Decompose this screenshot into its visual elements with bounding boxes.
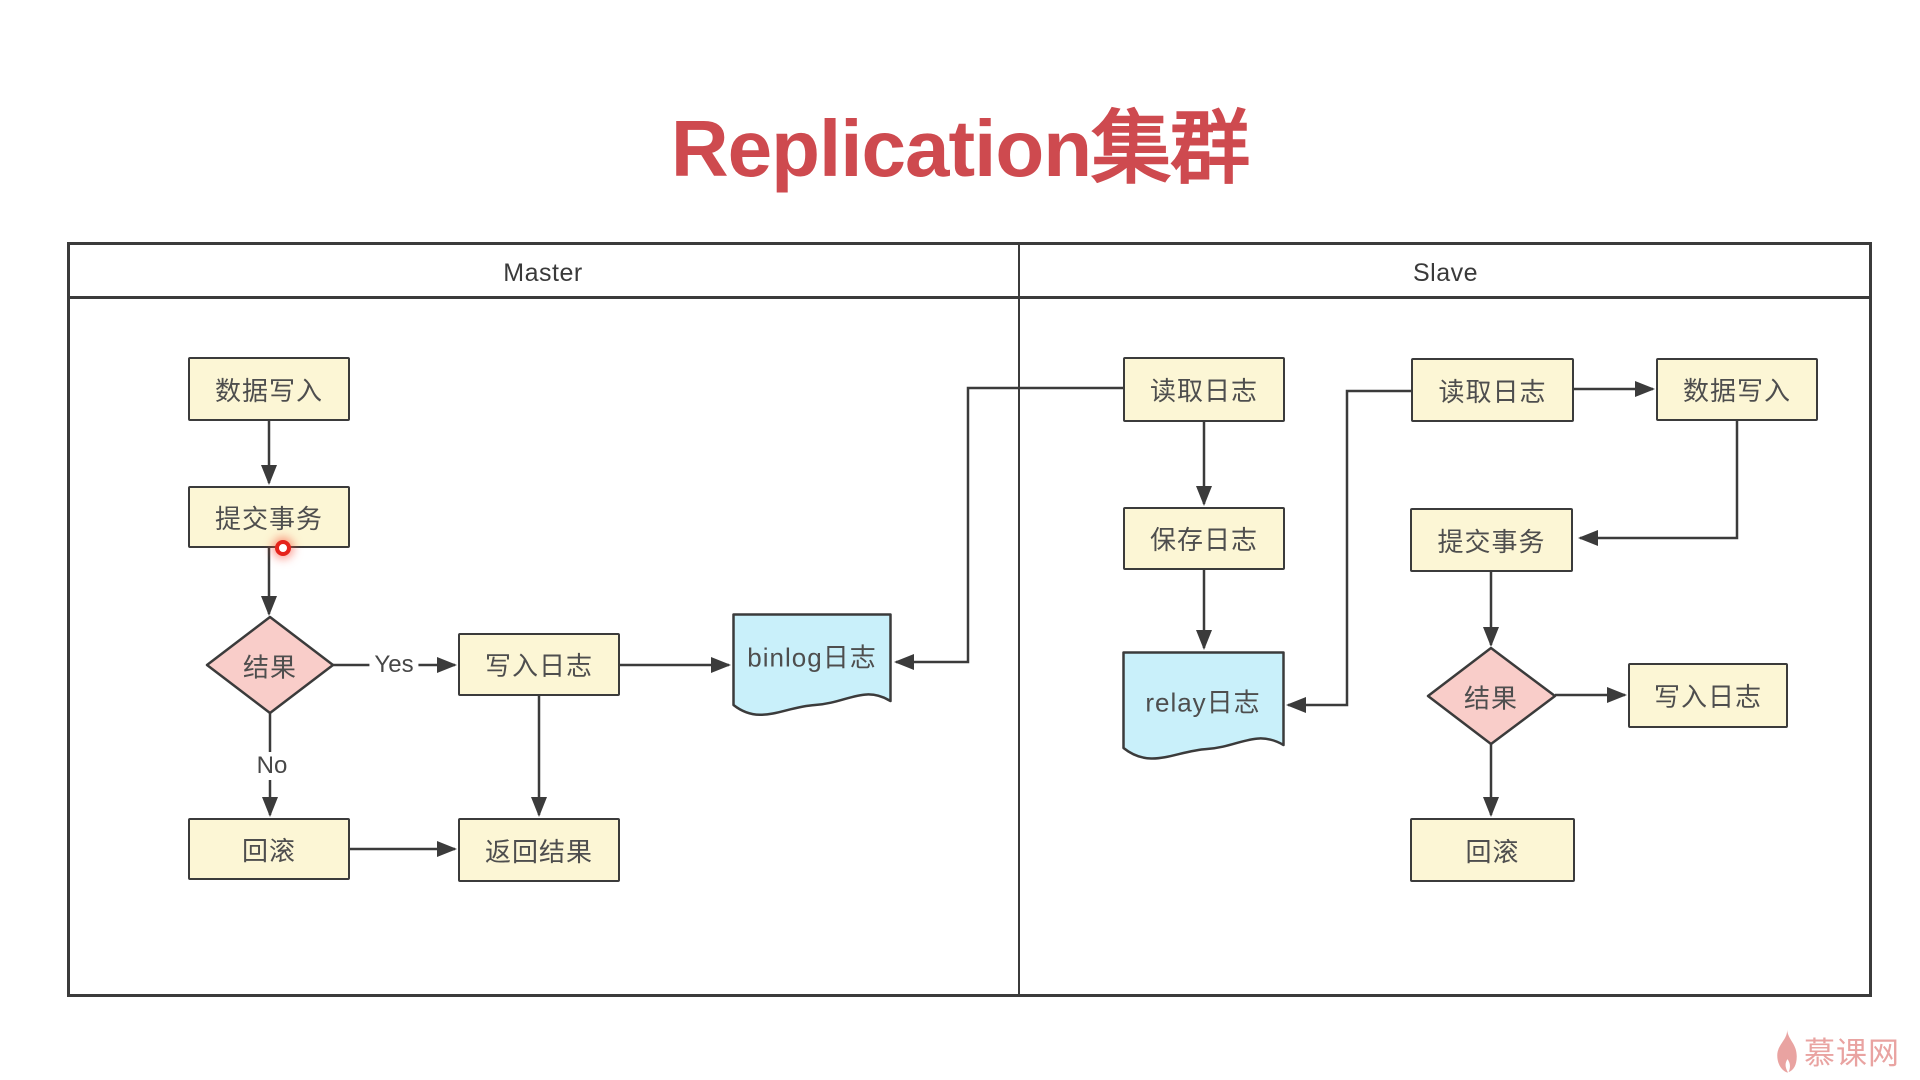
- master-result-diamond: [205, 615, 335, 715]
- slave-write-data-node: 数据写入: [1656, 358, 1818, 421]
- slave-read-log-sql-node: 读取日志: [1411, 358, 1574, 422]
- master-write-data-node: 数据写入: [188, 357, 350, 421]
- relay-document-label: relay日志: [1145, 687, 1261, 718]
- master-write-log-node: 写入日志: [458, 633, 620, 696]
- master-slave-divider-line: [1018, 242, 1020, 997]
- slave-read-log-io-node: 读取日志: [1123, 357, 1285, 422]
- arrow-slave-writedata-to-commit: [1578, 421, 1739, 546]
- master-result-diamond-label: 结果: [242, 652, 298, 683]
- slave-commit-transaction-node: 提交事务: [1410, 508, 1573, 572]
- panel-frame: [67, 242, 1872, 997]
- slave-result-diamond: [1426, 646, 1557, 746]
- slave-panel-header: Slave: [1412, 259, 1479, 287]
- watermark-text: 慕课网: [1804, 1036, 1900, 1071]
- slave-save-log-node: 保存日志: [1123, 507, 1285, 570]
- edge-label-no: No: [251, 752, 293, 780]
- page-title: Replication集群: [670, 104, 1250, 193]
- arrow-slave-readlog2-to-relay: [1286, 389, 1411, 713]
- flame-icon: [1777, 1028, 1797, 1073]
- slave-rollback-node: 回滚: [1410, 818, 1575, 882]
- slave-write-log-node: 写入日志: [1628, 663, 1788, 728]
- binlog-document-shape: [732, 613, 892, 716]
- master-commit-transaction-node: 提交事务: [188, 486, 350, 548]
- relay-document-shape: [1122, 651, 1285, 760]
- edge-label-yes: Yes: [369, 651, 419, 679]
- slave-result-diamond-label: 结果: [1463, 683, 1519, 714]
- master-panel-header: Master: [503, 259, 583, 287]
- header-separator-line: [67, 296, 1872, 299]
- binlog-document-label: binlog日志: [747, 642, 877, 673]
- master-return-result-node: 返回结果: [458, 818, 620, 882]
- master-rollback-node: 回滚: [188, 818, 350, 880]
- click-indicator-dot: [275, 540, 291, 556]
- arrow-slave-readlog-to-binlog: [894, 386, 1123, 670]
- imooc-logo: 慕课网: [1774, 1028, 1900, 1073]
